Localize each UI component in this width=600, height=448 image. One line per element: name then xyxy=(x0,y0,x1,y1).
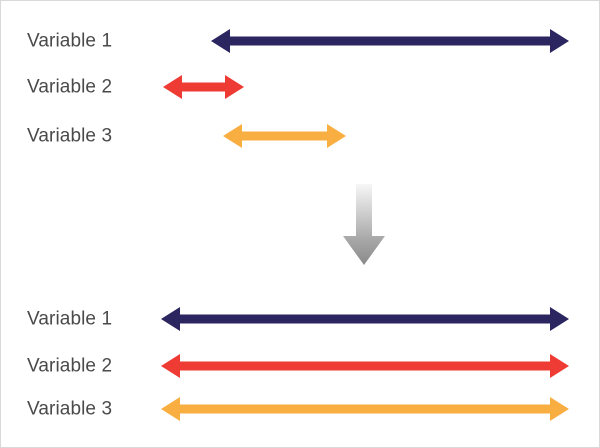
top-row-variable-3: Variable 3 xyxy=(1,113,599,159)
top-row-3-arrow xyxy=(223,121,346,151)
bottom-row-variable-1: Variable 1 xyxy=(1,296,599,342)
top-row-variable-2: Variable 2 xyxy=(1,64,599,110)
top-section: Variable 1 Variable 2 Variable 3 xyxy=(1,1,599,176)
top-row-2-label: Variable 2 xyxy=(27,76,113,98)
top-row-1-label: Variable 1 xyxy=(27,30,113,52)
bottom-row-variable-2: Variable 2 xyxy=(1,343,599,389)
bottom-section: Variable 1 Variable 2 Variable 3 xyxy=(1,276,599,447)
top-row-variable-1: Variable 1 xyxy=(1,18,599,64)
bottom-row-3-arrow xyxy=(161,394,569,424)
bottom-row-2-label: Variable 2 xyxy=(27,355,113,377)
bottom-row-2-arrow xyxy=(161,351,569,381)
top-row-3-label: Variable 3 xyxy=(27,125,113,147)
bottom-row-1-arrow xyxy=(161,304,569,334)
top-row-1-arrow xyxy=(211,26,569,56)
bottom-row-3-label: Variable 3 xyxy=(27,398,113,420)
bottom-row-1-label: Variable 1 xyxy=(27,308,113,330)
transition-section xyxy=(1,176,599,276)
bottom-row-variable-3: Variable 3 xyxy=(1,386,599,432)
down-arrow-icon xyxy=(341,184,387,266)
top-row-2-arrow xyxy=(163,72,244,102)
